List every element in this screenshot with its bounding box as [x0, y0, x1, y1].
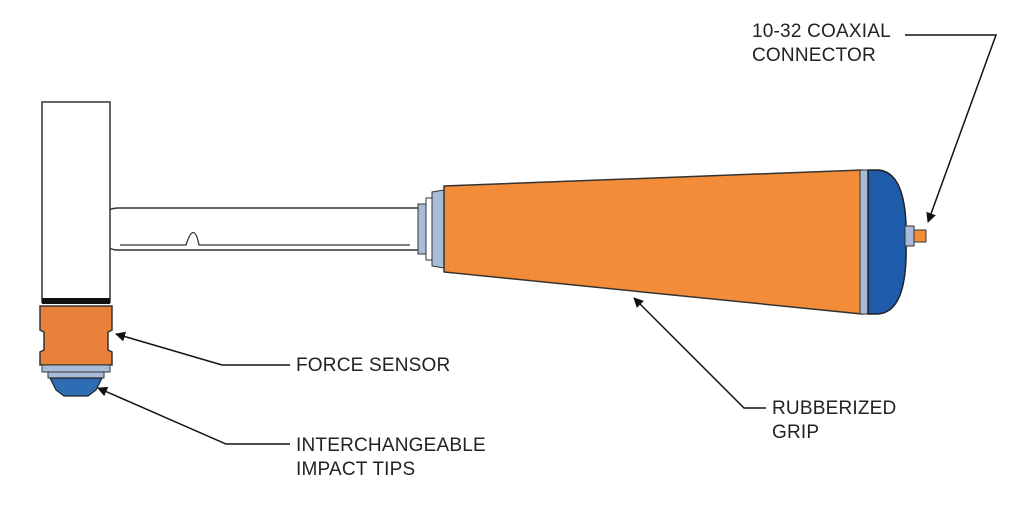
head-base-band	[42, 298, 110, 304]
label-impact-tips-line1: INTERCHANGEABLE	[296, 435, 486, 456]
grip-end-ring	[859, 169, 869, 315]
shaft-bump	[120, 231, 410, 246]
hammer-head	[41, 101, 111, 303]
tip-adapter	[47, 371, 105, 379]
label-connector-line2: CONNECTOR	[752, 45, 876, 66]
collar-ring-1	[417, 203, 427, 255]
leader-connector	[905, 34, 998, 223]
coaxial-connector	[913, 229, 927, 243]
label-grip: RUBBERIZED GRIP	[772, 397, 896, 445]
hammer-shaft	[96, 207, 421, 251]
label-grip-line1: RUBBERIZED	[772, 398, 897, 419]
sensor-ring	[41, 364, 111, 373]
impact-tip	[49, 377, 103, 397]
connector-nut	[904, 225, 915, 247]
leader-force-sensor	[115, 331, 290, 366]
rubberized-grip	[443, 169, 863, 315]
label-impact-tips-line2: IMPACT TIPS	[296, 459, 416, 480]
label-force-sensor: FORCE SENSOR	[296, 355, 451, 376]
label-grip-line2: GRIP	[772, 422, 820, 443]
force-sensor	[39, 305, 113, 366]
collar-ring-2	[425, 197, 433, 261]
label-connector-line1: 10-32 COAXIAL	[752, 21, 891, 42]
label-impact-tips: INTERCHANGEABLE IMPACT TIPS	[296, 434, 486, 482]
end-cap	[867, 169, 907, 315]
leader-impact-tips	[97, 387, 290, 445]
label-connector: 10-32 COAXIAL CONNECTOR	[752, 20, 891, 68]
leader-grip	[633, 297, 766, 409]
collar-ring-3	[431, 189, 445, 269]
